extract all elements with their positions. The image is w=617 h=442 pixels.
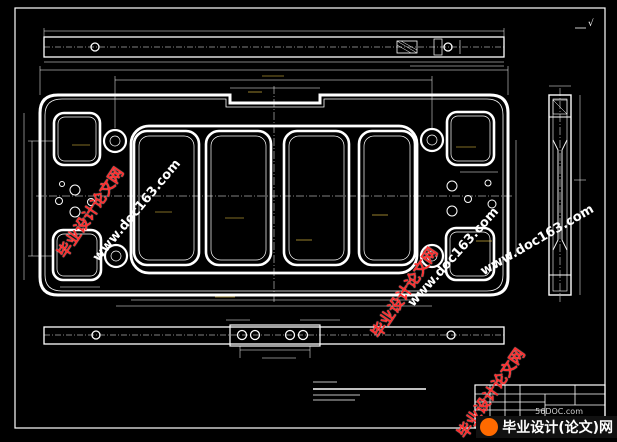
roughness-mark: √ xyxy=(588,18,594,29)
brand-badge: 56DOC.com 毕业设计(论文)网 xyxy=(476,407,617,438)
top-view xyxy=(43,28,505,67)
bolt-hole-tl xyxy=(102,128,128,154)
plate-outline xyxy=(38,93,510,297)
corner-window-bl xyxy=(51,228,103,282)
pocket-2 xyxy=(204,129,273,267)
brand-site: 56DOC.com xyxy=(535,407,583,416)
corner-window-tl xyxy=(52,111,102,167)
pocket-4 xyxy=(357,129,417,267)
bolt-hole-tr xyxy=(419,127,445,153)
brand-logo-icon xyxy=(480,418,499,436)
front-view-plate xyxy=(23,66,517,307)
side-view xyxy=(548,85,586,302)
corner-window-br xyxy=(444,226,496,282)
bolt-hole-br xyxy=(419,243,445,269)
drawing-frame xyxy=(14,7,606,429)
pocket-1 xyxy=(132,129,201,267)
brand-text: 毕业设计(论文)网 xyxy=(502,420,613,436)
bolt-hole-bl xyxy=(103,243,129,269)
bottom-view xyxy=(43,319,505,359)
corner-window-tr xyxy=(445,110,496,167)
pocket-3 xyxy=(282,129,351,267)
technical-notes xyxy=(313,381,426,401)
